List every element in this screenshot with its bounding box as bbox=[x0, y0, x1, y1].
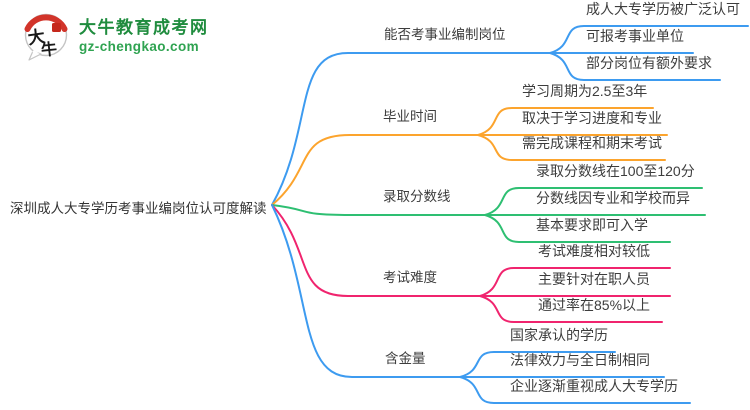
leaf-label-0-2: 部分岗位有额外要求 bbox=[586, 55, 712, 71]
leaf-label-2-0: 录取分数线在100至120分 bbox=[536, 163, 695, 179]
branch-trunk-line bbox=[271, 52, 551, 206]
branch-label-4: 含金量 bbox=[385, 351, 426, 366]
leaf-label-2-1: 分数线因专业和学校而异 bbox=[536, 190, 690, 206]
leaf-label-1-0: 学习周期为2.5至3年 bbox=[522, 83, 648, 99]
branch-trunk-line bbox=[271, 204, 486, 216]
leaf-label-2-2: 基本要求即可入学 bbox=[536, 217, 648, 233]
branch-trunk-line bbox=[271, 204, 481, 297]
logo-text-block: 大牛教育成考网 gz-chengkao.com bbox=[79, 17, 209, 55]
branch-label-0: 能否考事业编制岗位 bbox=[384, 27, 506, 42]
leaf-label-3-2: 通过率在85%以上 bbox=[538, 297, 651, 313]
branch-label-2: 录取分数线 bbox=[383, 189, 451, 204]
logo-char-da: 大 bbox=[27, 26, 47, 49]
root-node: 深圳成人大专学历考事业编岗位认可度解读 bbox=[10, 201, 267, 216]
branch-trunk-line bbox=[271, 204, 461, 378]
logo-char-niu: 牛 bbox=[40, 39, 58, 60]
leaf-label-1-2: 需完成课程和期末考试 bbox=[522, 135, 662, 151]
leaf-label-4-1: 法律效力与全日制相同 bbox=[510, 352, 650, 368]
leaf-label-3-0: 考试难度相对较低 bbox=[538, 243, 650, 259]
leaf-label-0-0: 成人大专学历被广泛认可 bbox=[586, 1, 740, 17]
leaf-label-4-0: 国家承认的学历 bbox=[510, 327, 608, 343]
leaf-label-1-1: 取决于学习进度和专业 bbox=[522, 110, 662, 126]
logo-icon: 大 牛 bbox=[24, 13, 68, 61]
leaf-label-0-1: 可报考事业单位 bbox=[586, 28, 684, 44]
site-logo: 大 牛 大牛教育成考网 gz-chengkao.com bbox=[22, 10, 209, 62]
leaf-label-4-2: 企业逐渐重视成人大专学历 bbox=[510, 378, 678, 394]
logo-title: 大牛教育成考网 bbox=[79, 18, 209, 37]
leaf-label-3-1: 主要针对在职人员 bbox=[538, 271, 650, 287]
logo-url: gz-chengkao.com bbox=[79, 39, 200, 54]
logo-seal bbox=[52, 23, 61, 32]
branch-label-1: 毕业时间 bbox=[383, 109, 437, 124]
branch-label-3: 考试难度 bbox=[383, 270, 437, 285]
